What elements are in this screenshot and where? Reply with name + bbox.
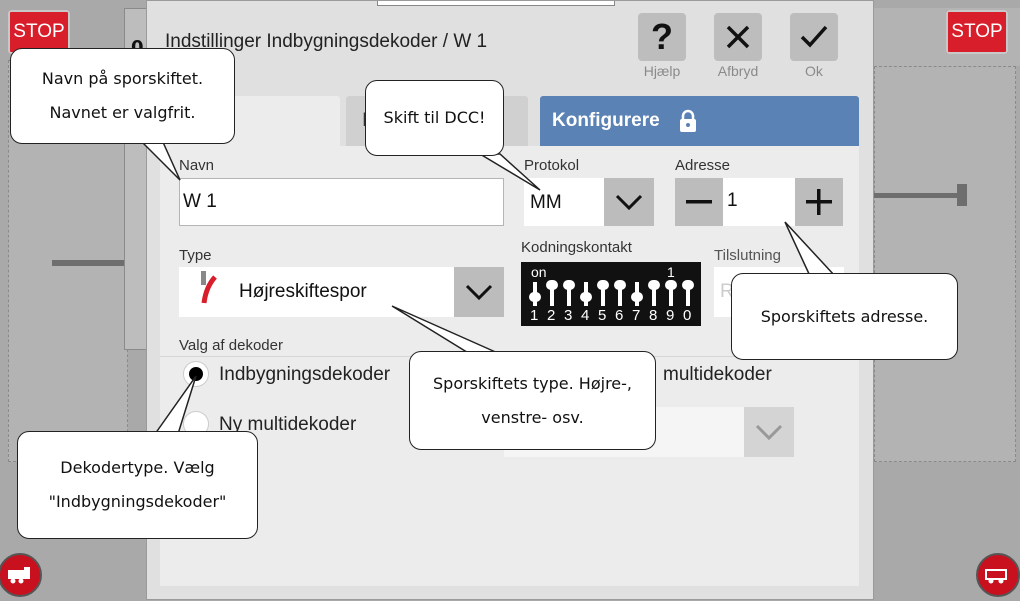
callout-type-line2: venstre- osv. (481, 407, 584, 427)
question-mark-icon: ? (651, 16, 673, 57)
type-select[interactable]: Højreskiftespor (179, 267, 504, 317)
background-track (52, 260, 126, 266)
dip-switch-9 (665, 278, 677, 308)
minus-icon (686, 200, 712, 204)
close-icon (726, 25, 750, 49)
dialog-title: Indstillinger Indbygningsdekoder / W 1 (165, 31, 488, 52)
dip-switch-2 (546, 278, 558, 308)
dip-digit-label: 0 (683, 307, 692, 324)
background-layout-area-right (874, 66, 1016, 462)
option-built-in-decoder: Indbygningsdekoder (219, 364, 391, 385)
chevron-down-icon (615, 194, 643, 210)
callout-type-line1: Sporskiftets type. Højre-, (433, 373, 632, 393)
chevron-down-icon (465, 284, 493, 300)
ok-button[interactable] (790, 13, 838, 61)
tab-configure-label: Konfigurere (552, 110, 660, 131)
callout-name-line1: Navn på sporskiftet. (41, 69, 204, 88)
help-label: Hjælp (643, 63, 681, 79)
type-value: Højreskiftespor (239, 281, 367, 302)
callout-address: Sporskiftets adresse. (731, 273, 958, 360)
callout-name-line2: Navnet er valgfrit. (49, 103, 196, 122)
dip-digit-label: 1 (530, 307, 539, 324)
dip-switch-10 (682, 278, 694, 308)
dip-switch-7 (631, 278, 643, 308)
name-input[interactable]: W 1 (179, 178, 504, 226)
dip-digit-label: 4 (581, 307, 590, 324)
connection-label: Tilslutning (714, 247, 781, 264)
protocol-value: MM (530, 192, 562, 213)
callout-dcc: Skift til DCC! (365, 80, 504, 156)
top-handle (377, 1, 615, 6)
address-increment-button[interactable] (795, 178, 843, 226)
dip-switch-1 (529, 278, 541, 308)
radio-built-in-decoder[interactable] (183, 361, 209, 387)
dip-switch-6 (614, 278, 626, 308)
type-dropdown-button[interactable] (454, 267, 504, 317)
option-new-multidecoder: Ny multidekoder (219, 414, 357, 435)
protocol-label: Protokol (524, 157, 580, 174)
dip-digit-label: 5 (598, 307, 607, 324)
type-label: Type (179, 247, 212, 264)
name-label: Navn (179, 157, 215, 174)
dip-digit-label: 7 (632, 307, 641, 324)
dip-switch-8 (648, 278, 660, 308)
ok-label: Ok (805, 63, 823, 79)
turnout-icon (201, 271, 217, 304)
protocol-dropdown-button[interactable] (604, 178, 654, 226)
callout-decoder: Dekodertype. Vælg "Indbygningsdekoder" (17, 431, 258, 539)
address-label: Adresse (675, 157, 731, 174)
dip-switch-5 (597, 278, 609, 308)
dip-switch-4 (580, 278, 592, 308)
dip-switch-3 (563, 278, 575, 308)
cancel-button[interactable] (714, 13, 762, 61)
protocol-select[interactable]: MM (524, 178, 654, 226)
dip-digit-label: 9 (666, 307, 675, 324)
callout-type: Sporskiftets type. Højre-, venstre- osv. (409, 351, 656, 450)
loco-icon[interactable] (0, 553, 42, 597)
address-decrement-button[interactable] (675, 178, 723, 226)
loco-icon[interactable] (976, 553, 1020, 597)
address-input[interactable]: 1 (723, 178, 795, 226)
tab-configure[interactable]: Konfigurere (540, 96, 859, 146)
callout-decoder-line1: Dekodertype. Vælg (60, 458, 215, 477)
checkmark-icon (800, 25, 828, 48)
stop-button-right[interactable]: STOP (946, 10, 1008, 54)
plus-icon (806, 189, 832, 215)
dip-digit-label: 2 (547, 307, 556, 324)
callout-decoder-line2: "Indbygningsdekoder" (48, 492, 227, 511)
dip-digit-label: 3 (564, 307, 573, 324)
dip-digit-label: 6 (615, 307, 624, 324)
decoder-choice-label: Valg af dekoder (179, 337, 283, 354)
lock-icon (680, 109, 696, 132)
coding-switch-label: Kodningskontakt (521, 239, 632, 256)
tab-partial-label: I (362, 110, 367, 132)
dip-one-label: 1 (667, 264, 675, 280)
radio-selected-dot (189, 367, 203, 381)
cancel-label: Afbryd (717, 63, 759, 79)
dip-digit-label: 8 (649, 307, 658, 324)
option-multidecoder-fragment: multidekoder (663, 364, 772, 385)
multidecoder-dropdown-button[interactable] (744, 407, 794, 457)
background-track-end (957, 184, 967, 206)
callout-name: Navn på sporskiftet. Navnet er valgfrit. (10, 48, 235, 144)
chevron-down-icon (755, 424, 783, 440)
help-button[interactable]: ? (638, 13, 686, 61)
background-track-right (874, 193, 964, 198)
stop-button-left[interactable]: STOP (8, 10, 70, 54)
dip-on-label: on (531, 264, 547, 280)
